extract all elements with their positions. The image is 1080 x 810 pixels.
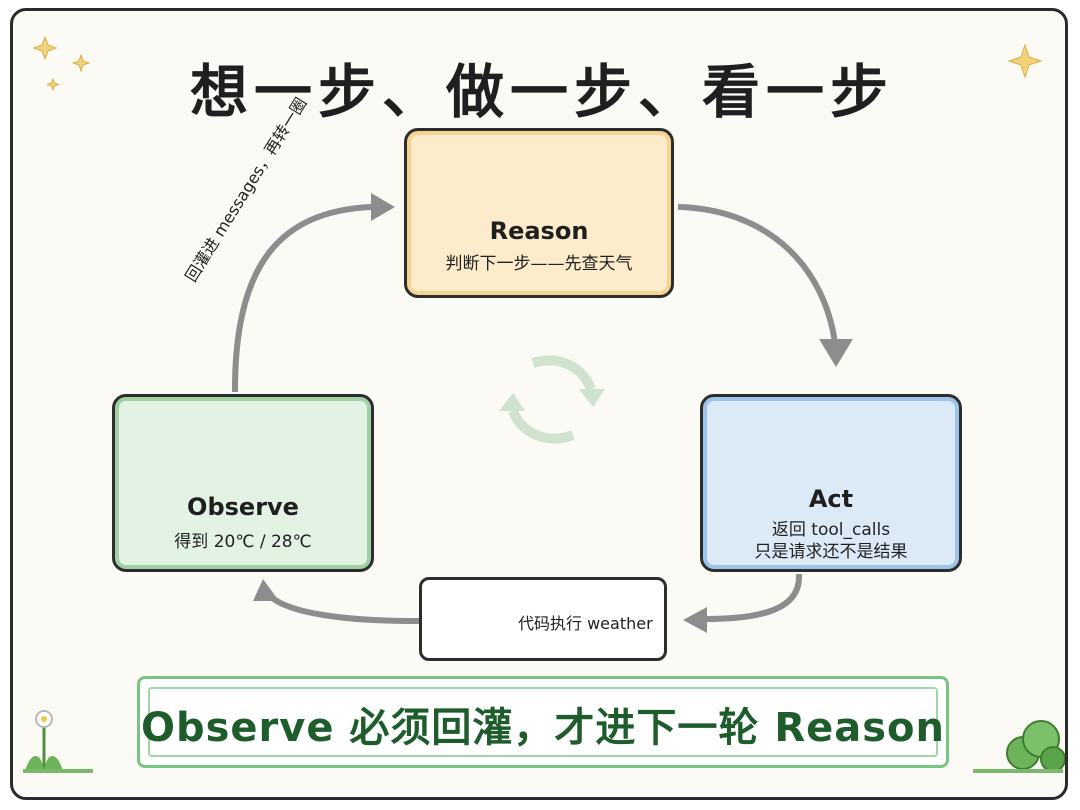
diagram-frame: 想一步、做一步、看一步 Reason 判断下一步——先查天气 Act 返回 to… xyxy=(10,8,1068,800)
refresh-cycle-icon xyxy=(508,355,596,444)
flow-arrows xyxy=(231,193,853,633)
reason-description: 判断下一步——先查天气 xyxy=(445,254,633,274)
conclusion-banner: Observe 必须回灌，才进下一轮 Reason xyxy=(137,676,949,768)
bush-plant-icon xyxy=(973,720,1065,773)
reason-title: Reason xyxy=(489,217,589,245)
flower-plant-icon xyxy=(23,710,93,773)
act-node: Act 返回 tool_calls 只是请求还不是结果 xyxy=(700,394,962,572)
act-description-line1: 返回 tool_calls xyxy=(771,520,891,540)
diagram-title: 想一步、做一步、看一步 xyxy=(189,58,894,126)
code-execution-box: 代码执行 weather xyxy=(419,577,667,661)
observe-node: Observe 得到 20℃ / 28℃ xyxy=(112,394,374,572)
observe-title: Observe xyxy=(187,493,299,521)
banner-text: Observe 必须回灌，才进下一轮 Reason xyxy=(140,705,946,751)
banner-inner-border xyxy=(148,687,938,757)
observe-description: 得到 20℃ / 28℃ xyxy=(174,532,312,552)
arrow-act-to-exec xyxy=(701,573,803,623)
act-description-line2: 只是请求还不是结果 xyxy=(754,542,908,562)
code-execution-label: 代码执行 weather xyxy=(518,614,653,633)
arrow-head-exec xyxy=(683,607,707,633)
arrow-observe-to-reason xyxy=(231,203,375,393)
arrow-head-reason xyxy=(371,193,395,221)
act-title: Act xyxy=(808,485,854,513)
arrow-reason-to-act xyxy=(677,203,839,347)
arrow-head-observe xyxy=(253,579,279,601)
sparkle-icon xyxy=(32,35,1043,92)
arrow-head-act xyxy=(819,339,853,367)
arrow-exec-to-observe xyxy=(262,588,421,625)
reason-node: Reason 判断下一步——先查天气 xyxy=(404,128,674,298)
